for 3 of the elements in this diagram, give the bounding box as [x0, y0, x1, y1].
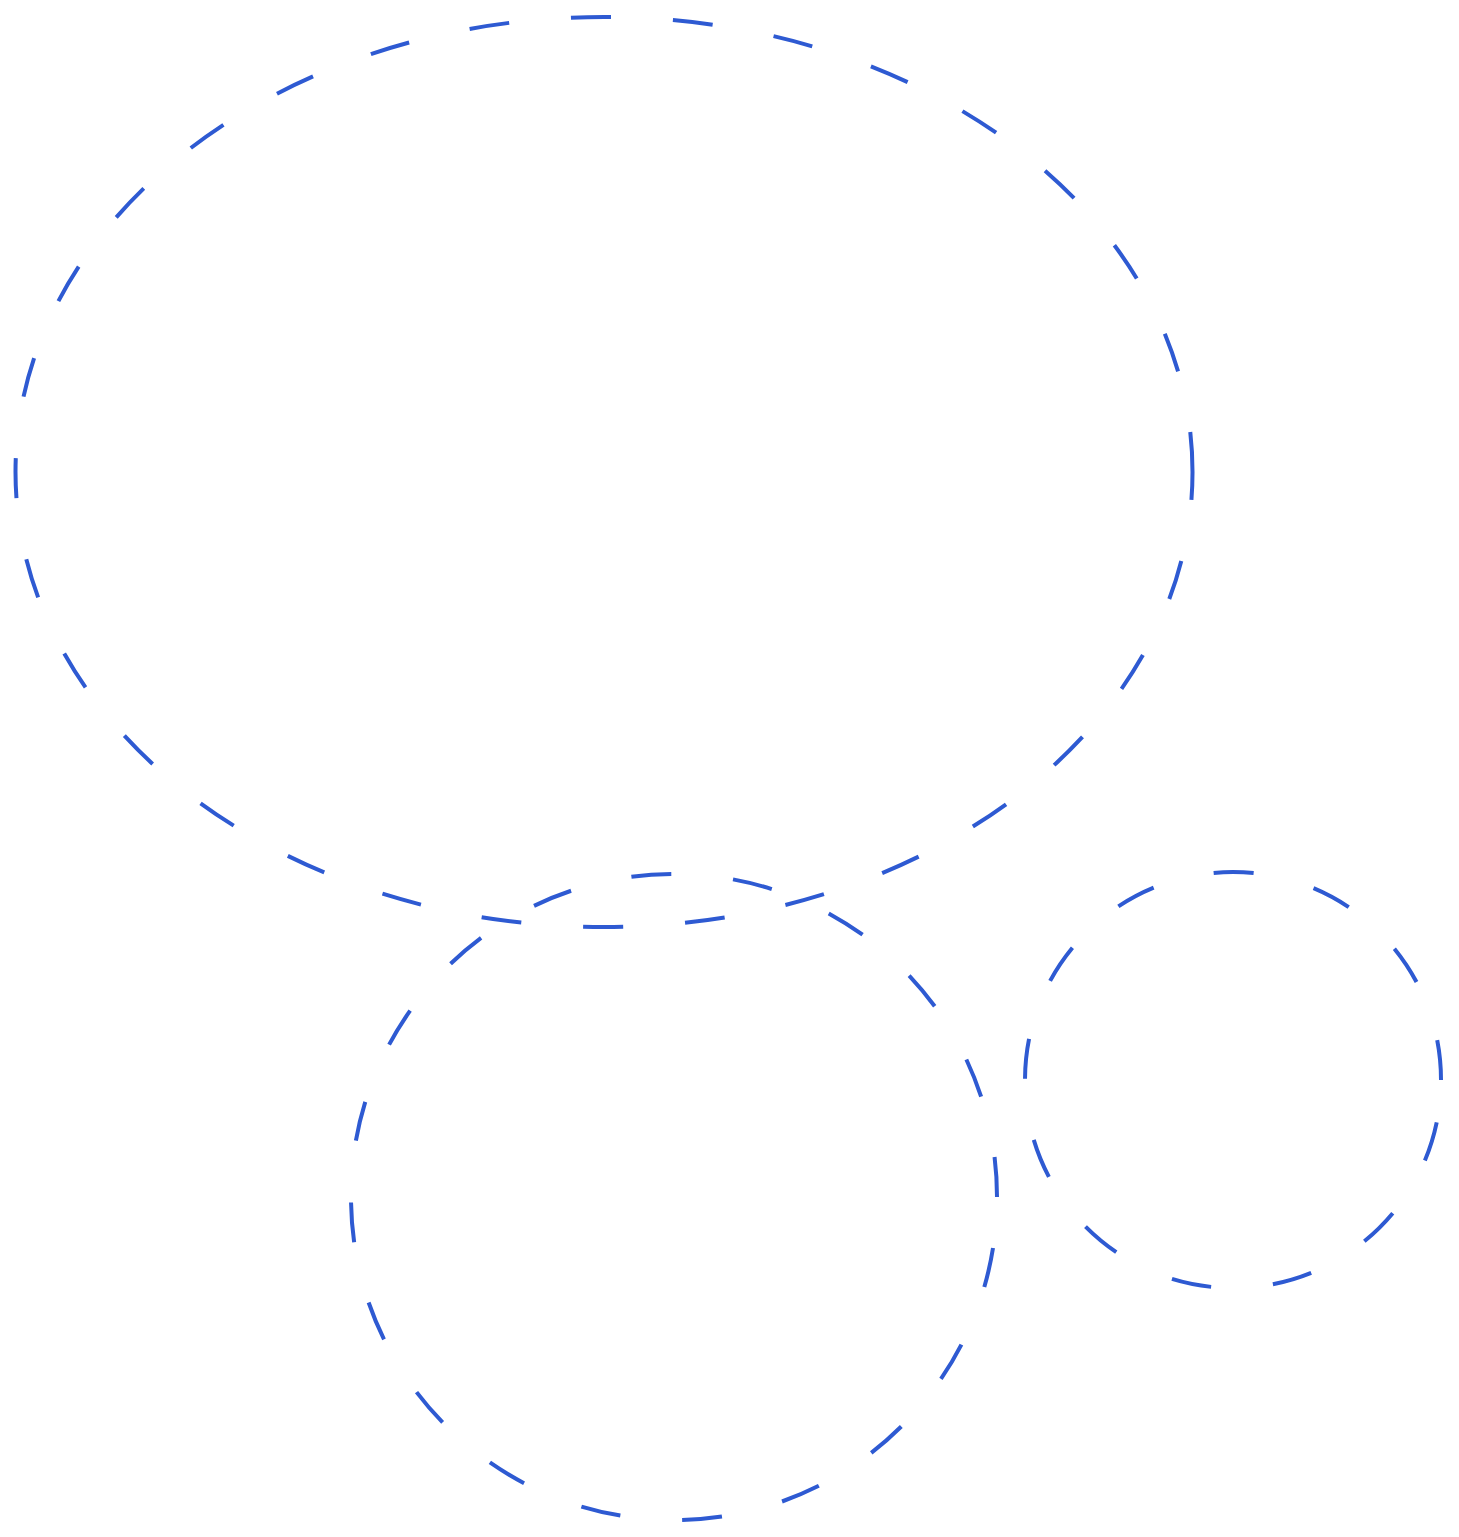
dashed-circle: [349, 872, 999, 1522]
dashed-ellipse: [13, 15, 1195, 929]
dashed-circle: [1023, 870, 1443, 1290]
